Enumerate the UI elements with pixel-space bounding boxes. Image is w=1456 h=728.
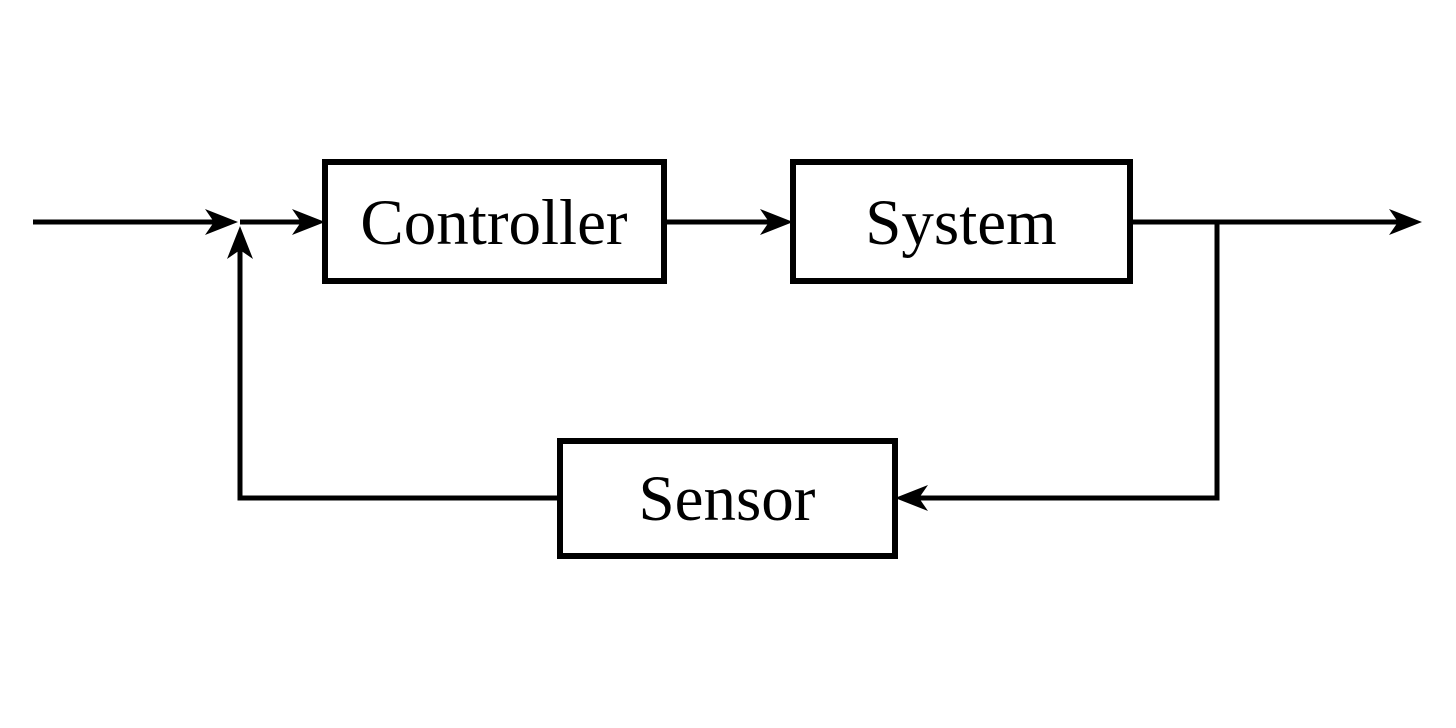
sensor-input-arrowhead: [895, 485, 928, 511]
output-tap-to-sensor-line: [919, 222, 1220, 501]
sensor-to-junction-line: [237, 250, 560, 501]
controller-input-arrowhead: [292, 209, 325, 235]
junction-feedback-arrowhead: [227, 226, 253, 259]
controller-label: Controller: [360, 187, 628, 259]
system-label: System: [865, 187, 1056, 259]
output-arrowhead: [1389, 209, 1422, 235]
sensor-label: Sensor: [639, 463, 816, 535]
sensor-box: [557, 438, 898, 559]
controller-box: [322, 159, 667, 284]
system-input-arrowhead: [760, 209, 793, 235]
input-arrowhead: [205, 209, 238, 235]
system-box: [790, 159, 1133, 284]
